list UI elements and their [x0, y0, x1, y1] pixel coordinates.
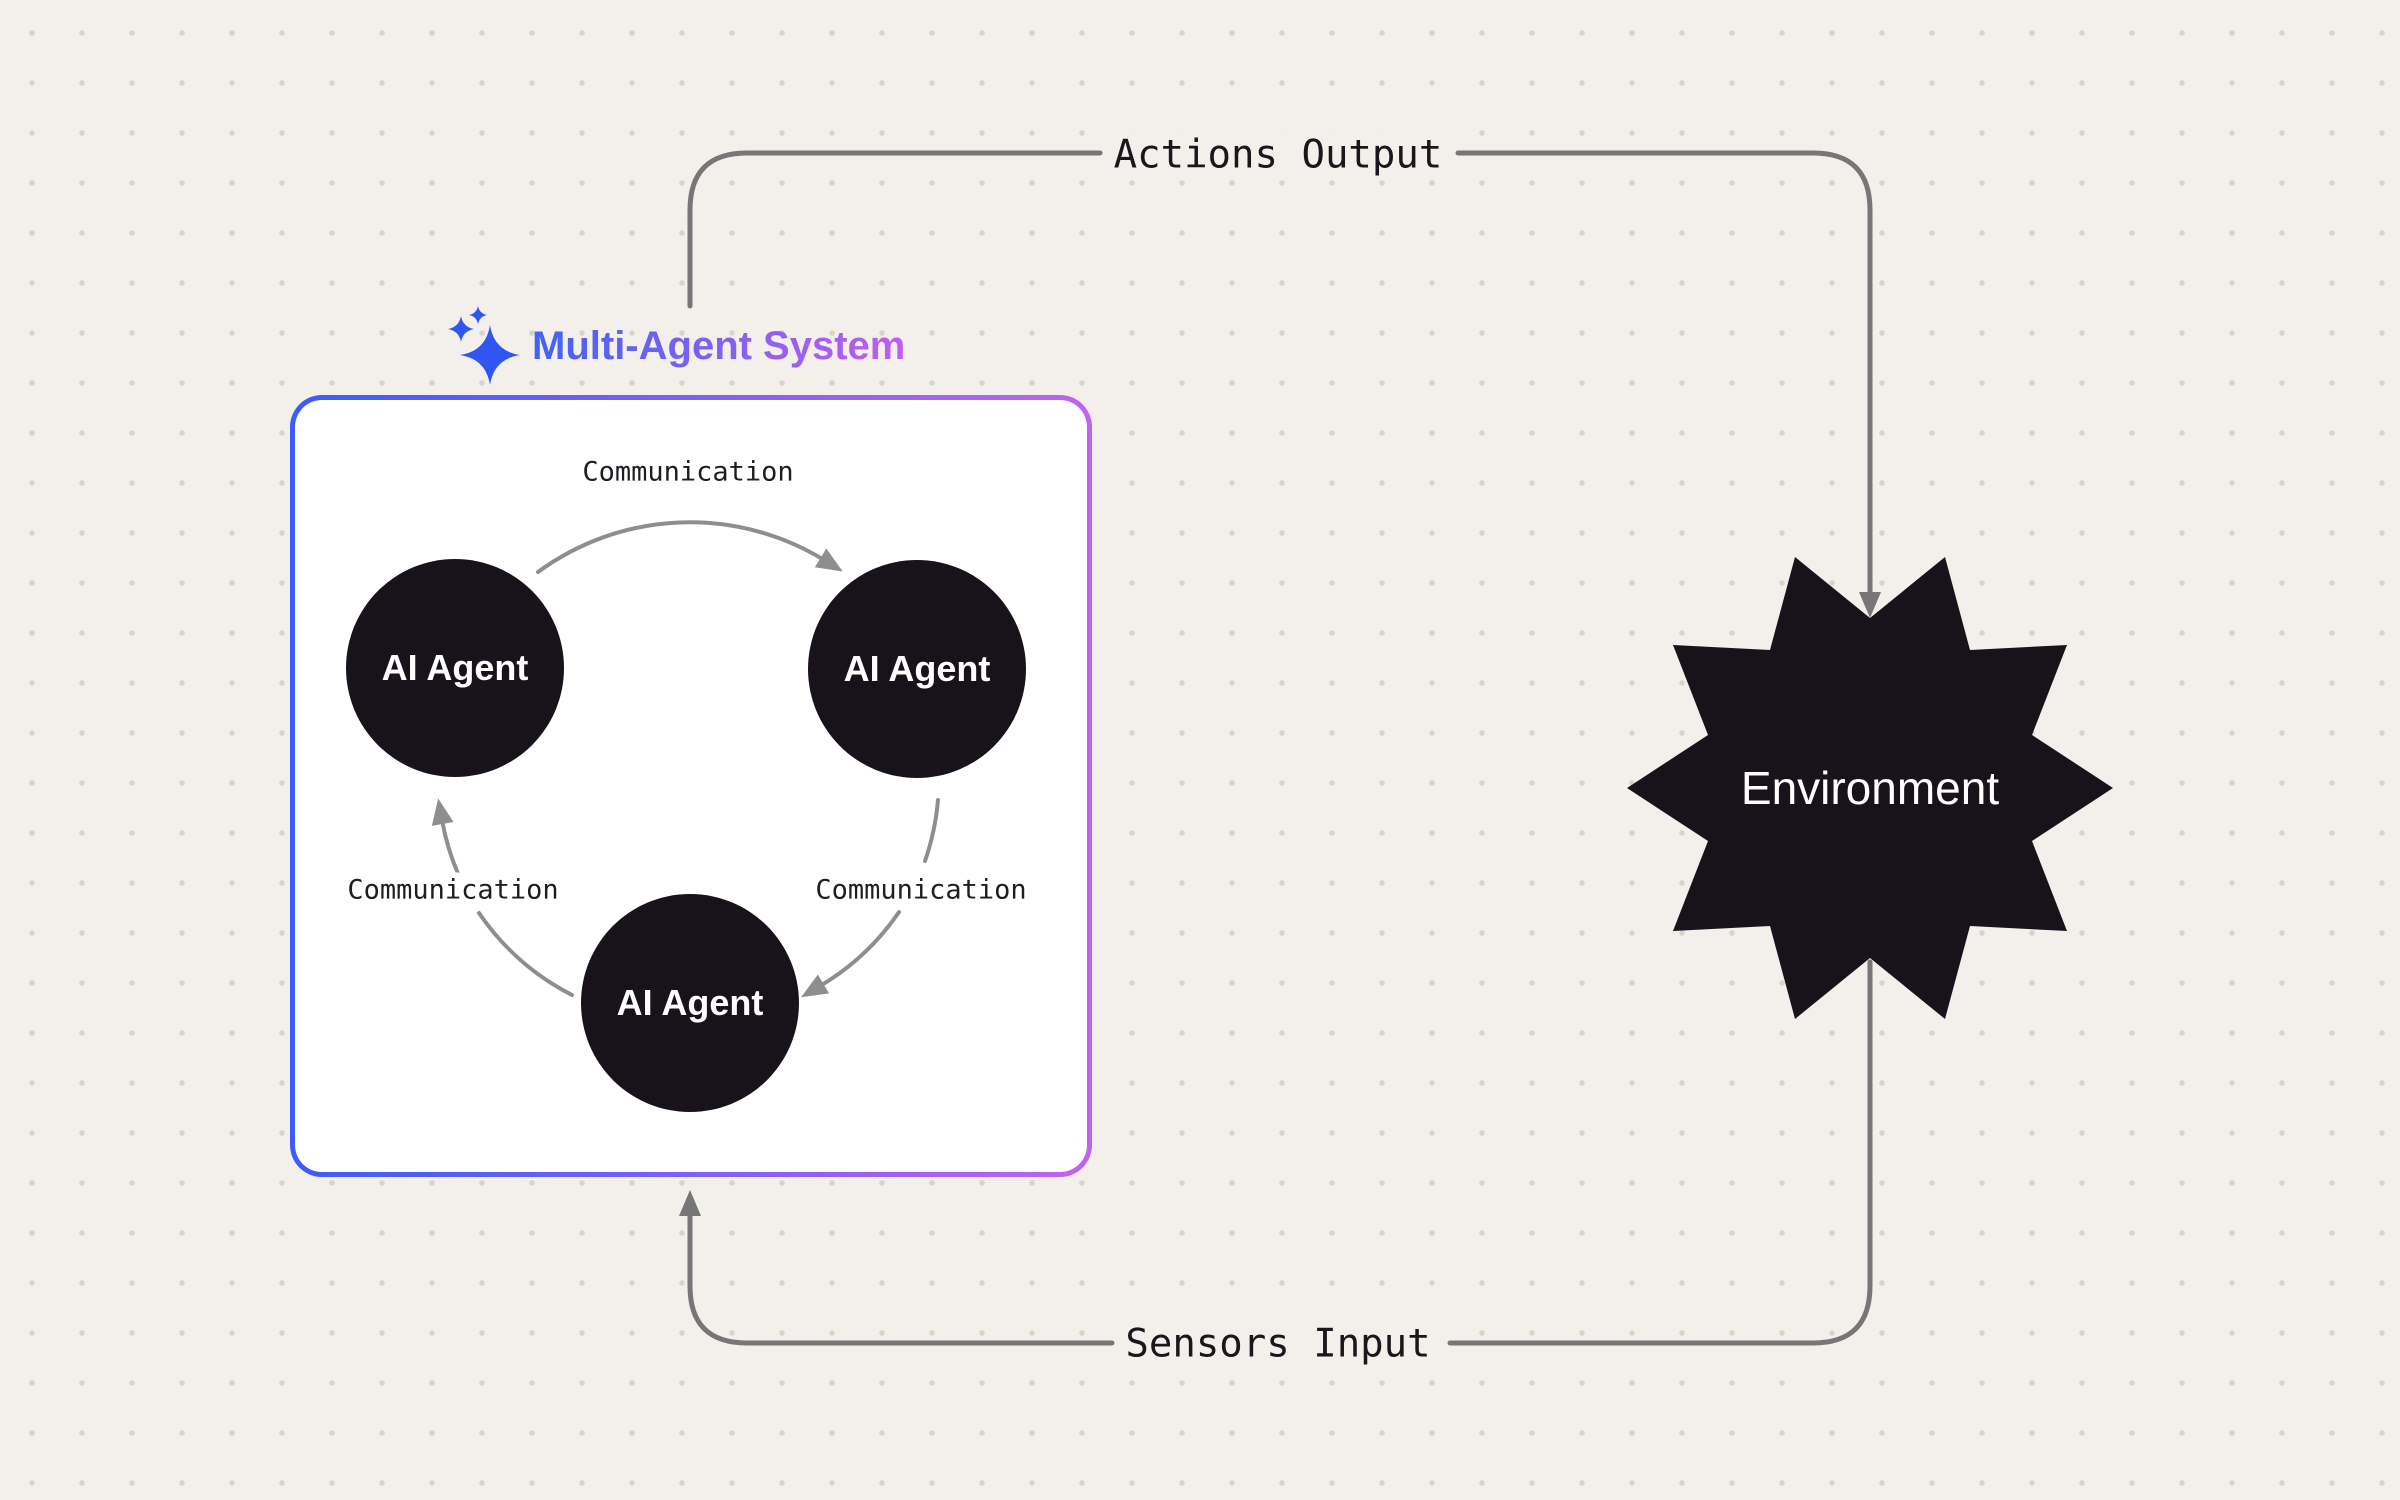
communication-label-top: Communication	[576, 454, 800, 490]
actions-output-line-right	[1455, 150, 1881, 618]
communication-label-right: Communication	[809, 872, 1033, 908]
communication-arc-right-b	[801, 910, 901, 998]
agent-node-bottom: AI Agent	[581, 894, 799, 1112]
agent-node-bottom-label: AI Agent	[616, 982, 764, 1023]
sparkles-icon	[448, 306, 520, 385]
communication-arc-top	[536, 520, 843, 574]
actions-output-label: Actions Output	[1103, 130, 1453, 180]
communication-arc-left-b	[431, 798, 461, 878]
communication-arc-left-a	[477, 911, 574, 997]
environment-starburst	[1627, 557, 2113, 1019]
agent-node-right-label: AI Agent	[843, 648, 991, 689]
multi-agent-system-box	[290, 395, 1092, 1177]
sensors-input-label: Sensors Input	[1115, 1319, 1441, 1369]
agent-node-left-label: AI Agent	[381, 647, 529, 688]
communication-label-left: Communication	[341, 872, 565, 908]
communication-arc-right-a	[923, 798, 940, 863]
sensors-input-line-right	[1447, 959, 1873, 1346]
environment-label: Environment	[1740, 762, 2000, 814]
sensors-input-line-left	[679, 1190, 1115, 1346]
multi-agent-system-title-text: Multi-Agent System	[532, 323, 906, 368]
agent-node-left: AI Agent	[346, 559, 564, 777]
actions-output-line-left	[687, 150, 1103, 309]
multi-agent-system-title: Multi-Agent System	[446, 304, 905, 388]
agent-node-right: AI Agent	[808, 560, 1026, 778]
